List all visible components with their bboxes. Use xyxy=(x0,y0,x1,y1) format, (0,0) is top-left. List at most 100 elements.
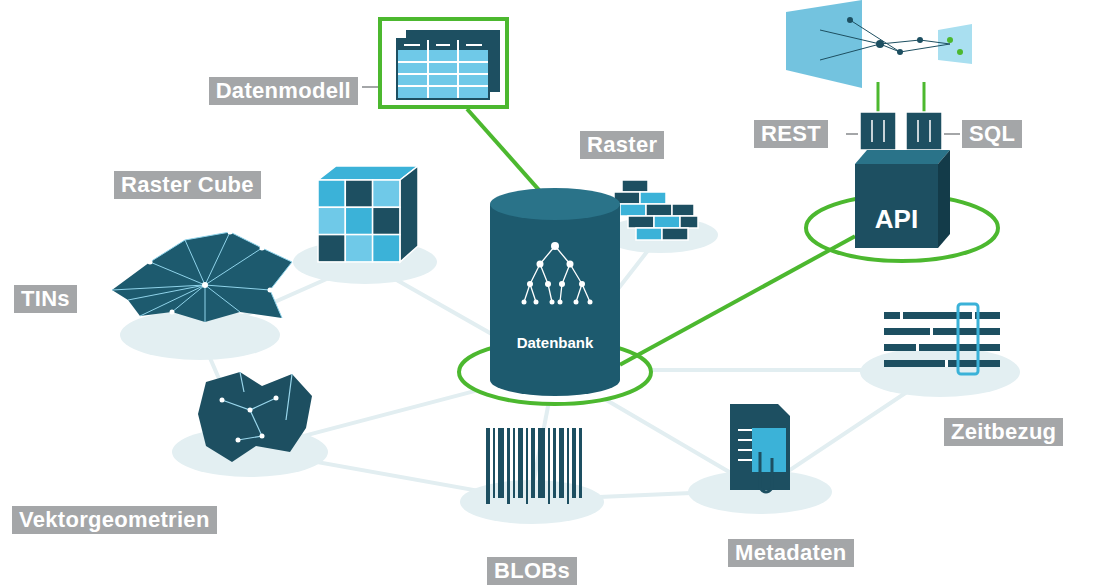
illustration-part xyxy=(220,398,225,403)
label-text: BLOBs xyxy=(487,557,577,585)
illustration-part xyxy=(636,228,662,240)
illustration-part xyxy=(513,428,515,498)
illustration-part xyxy=(345,207,372,234)
cylinder-body xyxy=(490,204,620,396)
illustration-part xyxy=(860,112,942,150)
illustration-part xyxy=(222,372,292,440)
label-text: Raster Cube xyxy=(114,171,261,199)
label-text: TINs xyxy=(14,285,77,313)
illustration-part xyxy=(680,216,698,228)
illustration-part xyxy=(906,112,942,150)
label-text: Metadaten xyxy=(728,539,854,567)
illustration-part xyxy=(260,434,265,439)
illustration-part xyxy=(567,428,569,504)
label-box: BLOBs xyxy=(487,557,577,585)
illustration-part xyxy=(947,37,953,43)
illustration-part xyxy=(972,312,975,319)
raster-cube-icon xyxy=(318,166,418,262)
label-text: Datenmodell xyxy=(209,77,358,105)
illustration-part xyxy=(884,328,1000,335)
illustration-part xyxy=(318,180,345,207)
leader-line xyxy=(362,86,378,88)
raster-icon xyxy=(614,180,698,240)
illustration-part xyxy=(622,180,648,192)
illustration-part xyxy=(170,310,175,315)
illustration-part xyxy=(786,0,862,88)
illustration-part xyxy=(916,344,919,351)
illustration-part xyxy=(877,82,880,112)
illustration-part xyxy=(202,282,208,288)
box-top xyxy=(855,150,950,164)
box-side xyxy=(938,150,950,248)
vector-icon xyxy=(198,372,312,462)
illustration-part xyxy=(628,216,654,228)
cylinder-top xyxy=(490,188,620,220)
illustration-part xyxy=(198,372,312,462)
illustration-part xyxy=(872,120,930,142)
illustration-part xyxy=(373,207,400,234)
illustration-part xyxy=(398,61,488,63)
label-box: TINs xyxy=(14,285,77,313)
illustration-part xyxy=(917,37,923,43)
illustration-part xyxy=(820,20,950,60)
barcode-icon xyxy=(486,428,582,504)
illustration-part xyxy=(398,40,488,98)
label-text: Raster xyxy=(580,131,664,159)
illustration-part xyxy=(884,344,1000,351)
illustration-part xyxy=(897,49,903,55)
leader-line xyxy=(944,133,960,135)
illustration-part xyxy=(404,44,420,46)
leader-line xyxy=(846,133,858,135)
illustration-part xyxy=(345,235,372,262)
label-box: Raster xyxy=(580,131,664,159)
illustration-part xyxy=(373,180,400,207)
illustration-part xyxy=(398,85,488,87)
illustration-part xyxy=(507,428,510,504)
illustration-part xyxy=(752,428,786,472)
illustration-part xyxy=(150,232,292,318)
illustration-part xyxy=(620,204,646,216)
illustration-part xyxy=(486,428,490,504)
illustration-part xyxy=(930,328,933,335)
illustration-part xyxy=(938,24,972,64)
illustration-part xyxy=(396,38,490,100)
connector-line xyxy=(620,236,855,365)
illustration-part xyxy=(900,312,903,319)
illustration-part xyxy=(260,246,265,251)
database-cylinder: Datenbank xyxy=(490,188,620,396)
illustration-part xyxy=(398,73,488,75)
tree-icon xyxy=(524,246,590,302)
illustration-part xyxy=(112,232,292,322)
illustration-part xyxy=(945,360,948,367)
node-text: Datenbank xyxy=(490,334,620,351)
illustration-part xyxy=(466,44,482,46)
illustration-part xyxy=(526,428,528,504)
illustration-part xyxy=(538,428,545,498)
illustration-part xyxy=(876,40,884,48)
illustration-part xyxy=(646,204,672,216)
illustration-part xyxy=(820,20,950,60)
illustration-part xyxy=(559,428,564,498)
illustration-part xyxy=(345,180,372,207)
tree-nodes xyxy=(522,242,593,305)
illustration-part xyxy=(373,235,400,262)
illustration-part xyxy=(900,312,975,367)
table-icon xyxy=(396,30,500,100)
illustration-part xyxy=(760,452,772,492)
illustration-part xyxy=(738,459,752,461)
illustration-part xyxy=(923,82,926,112)
illustration-part xyxy=(640,192,666,204)
illustration-part xyxy=(518,428,523,498)
illustration-part xyxy=(572,428,576,498)
illustration-part xyxy=(318,207,345,234)
illustration-part xyxy=(884,360,1000,367)
illustration-part xyxy=(268,288,273,293)
label-box: Zeitbezug xyxy=(944,418,1063,446)
illustration-part xyxy=(847,17,923,55)
illustration-part xyxy=(958,304,978,374)
illustration-part xyxy=(148,260,153,265)
illustration-part xyxy=(236,438,241,443)
illustration-part xyxy=(220,396,279,443)
illustration-part xyxy=(947,37,963,55)
